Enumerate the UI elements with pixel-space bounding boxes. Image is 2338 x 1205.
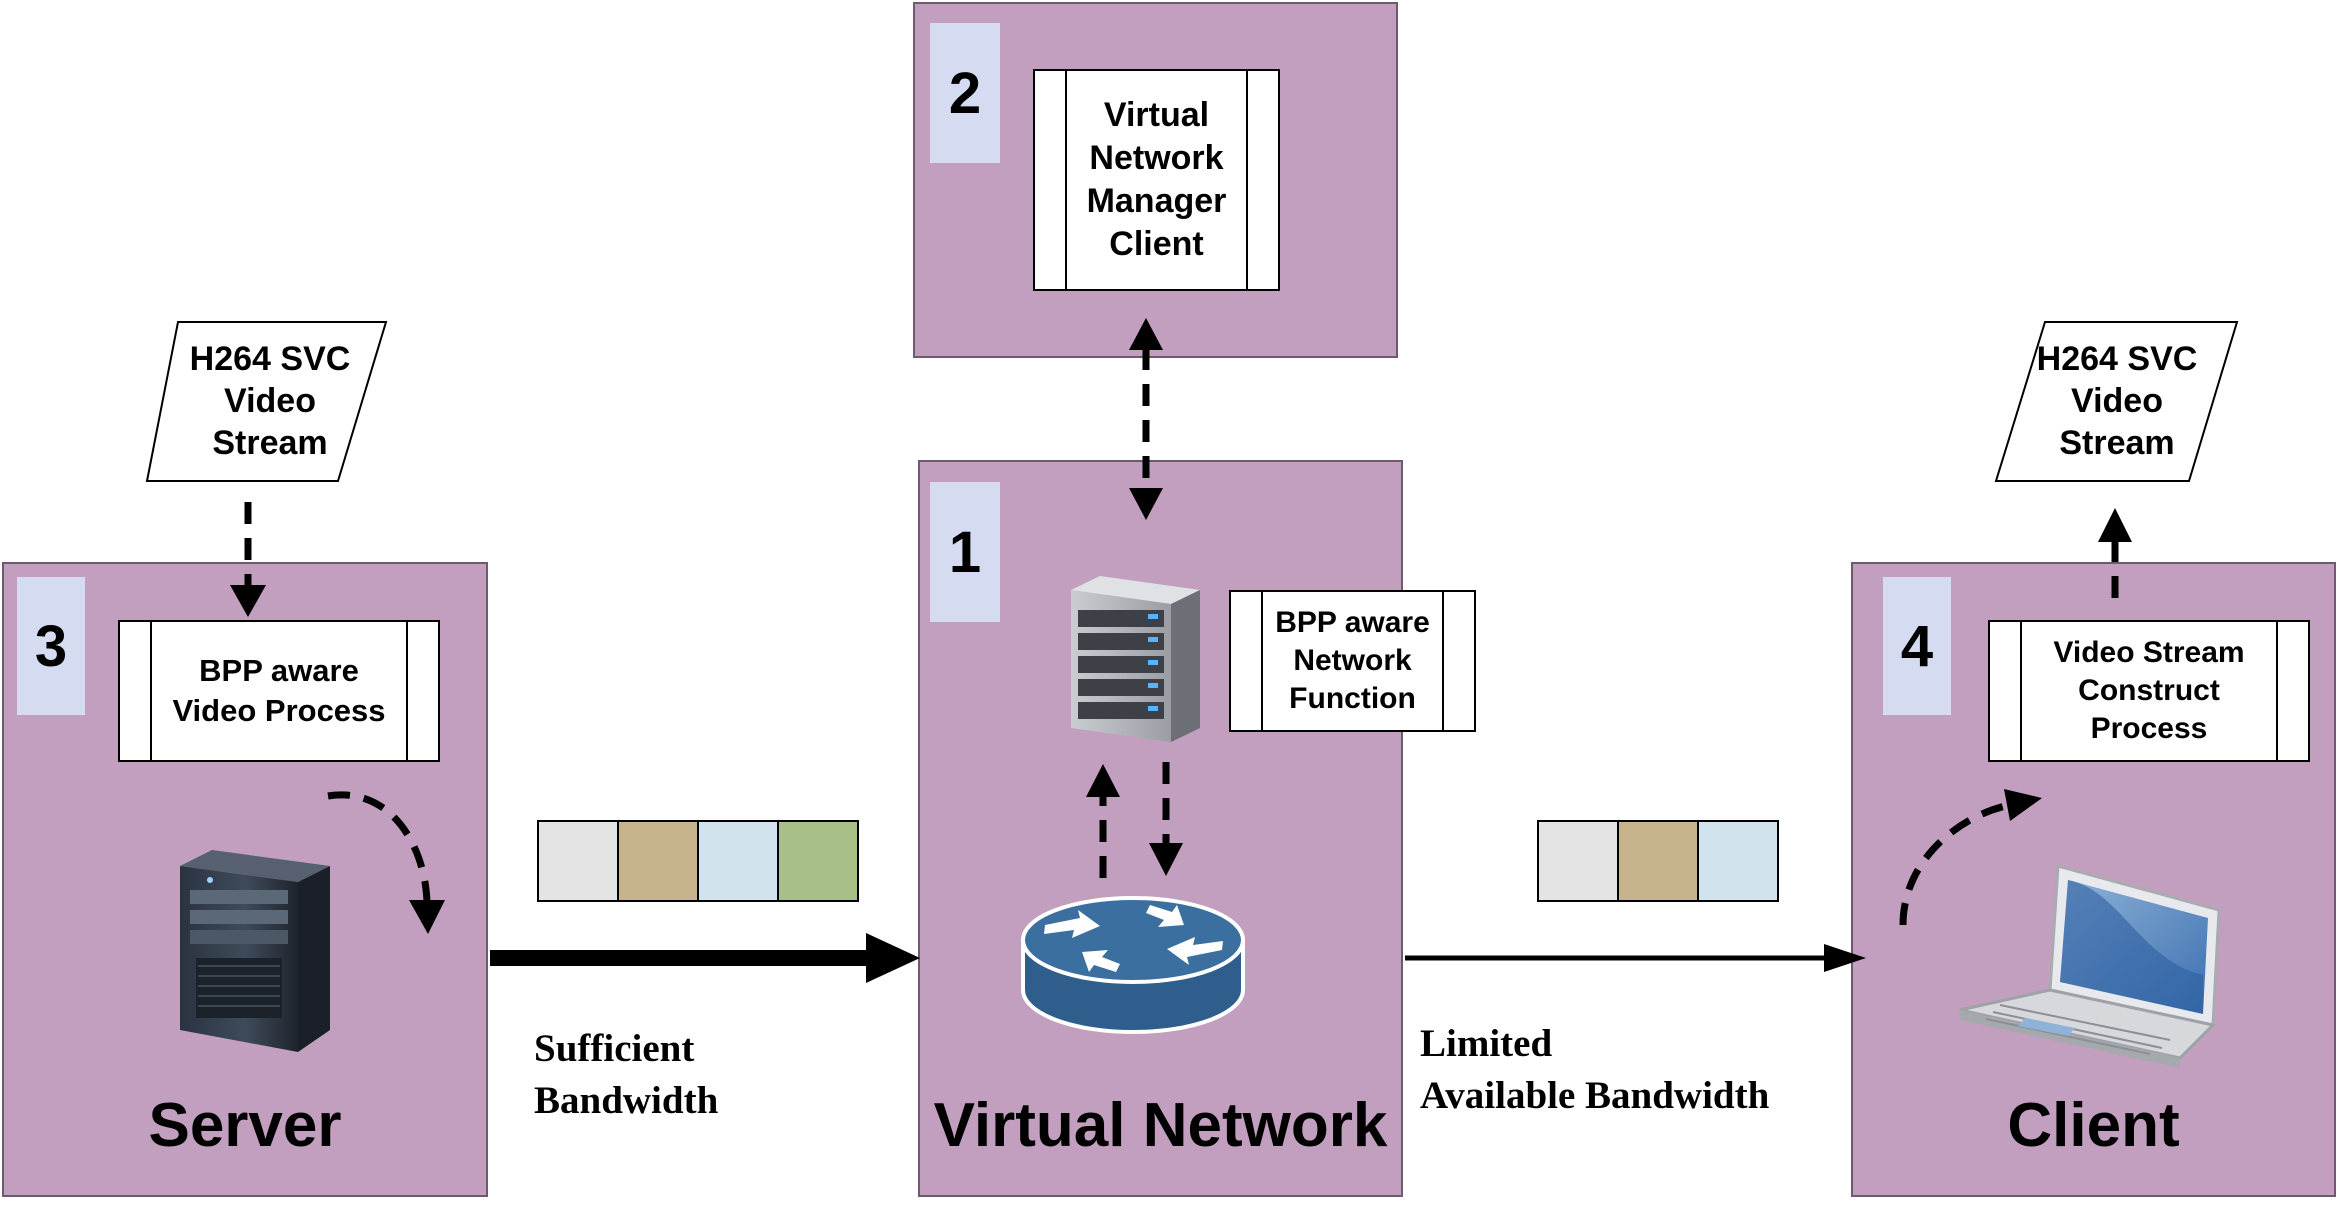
limited-bandwidth-arrow	[1405, 944, 1866, 972]
server-input-label: H264 SVC Video Stream	[189, 340, 351, 462]
client-output-arrow	[2098, 508, 2132, 598]
network-manager-box: Virtual Network Manager Client	[1033, 69, 1280, 291]
network-number-badge: 1	[930, 482, 1000, 622]
packet-layer-4	[777, 820, 859, 902]
laptop-icon	[1959, 864, 2221, 1068]
server-label: Server	[148, 1091, 342, 1160]
network-function-box: BPP aware Network Function	[1229, 590, 1476, 732]
virtual-network-label: Virtual Network	[933, 1091, 1388, 1160]
function-to-router-arrow	[1149, 762, 1183, 876]
packet-layer-3	[1697, 820, 1779, 902]
packet-layer-1	[537, 820, 619, 902]
server-input-arrow	[230, 502, 266, 617]
router-icon	[1021, 896, 1245, 1034]
client-number-badge: 4	[1883, 577, 1951, 715]
packet-layer-1	[1537, 820, 1619, 902]
packet-layer-3	[697, 820, 779, 902]
client-packet	[1537, 820, 1779, 902]
server-input-parallelogram	[145, 321, 388, 482]
manager-link-arrow	[1129, 318, 1163, 520]
manager-number-badge: 2	[930, 23, 1000, 163]
client-output-label: H264 SVC Video Stream	[2036, 340, 2198, 462]
video-process-box: BPP aware Video Process	[118, 620, 440, 762]
client-output-parallelogram	[1994, 321, 2239, 482]
limited-bandwidth-label: Limited Available Bandwidth	[1420, 1022, 1770, 1117]
rack-server-icon	[1071, 576, 1200, 742]
server-packet	[537, 820, 859, 902]
sufficient-bandwidth-label: Sufficient Bandwidth	[534, 1027, 719, 1122]
sufficient-bandwidth-arrow	[490, 933, 920, 983]
packet-layer-2	[1617, 820, 1699, 902]
client-label: Client	[2007, 1091, 2180, 1160]
stream-construct-box: Video Stream Construct Process	[1988, 620, 2310, 762]
tower-server-icon	[180, 850, 330, 1052]
server-curved-arrow	[327, 791, 445, 934]
router-to-function-arrow	[1086, 764, 1120, 878]
server-number-badge: 3	[17, 577, 85, 715]
packet-layer-2	[617, 820, 699, 902]
client-curved-arrow	[1899, 789, 2042, 926]
